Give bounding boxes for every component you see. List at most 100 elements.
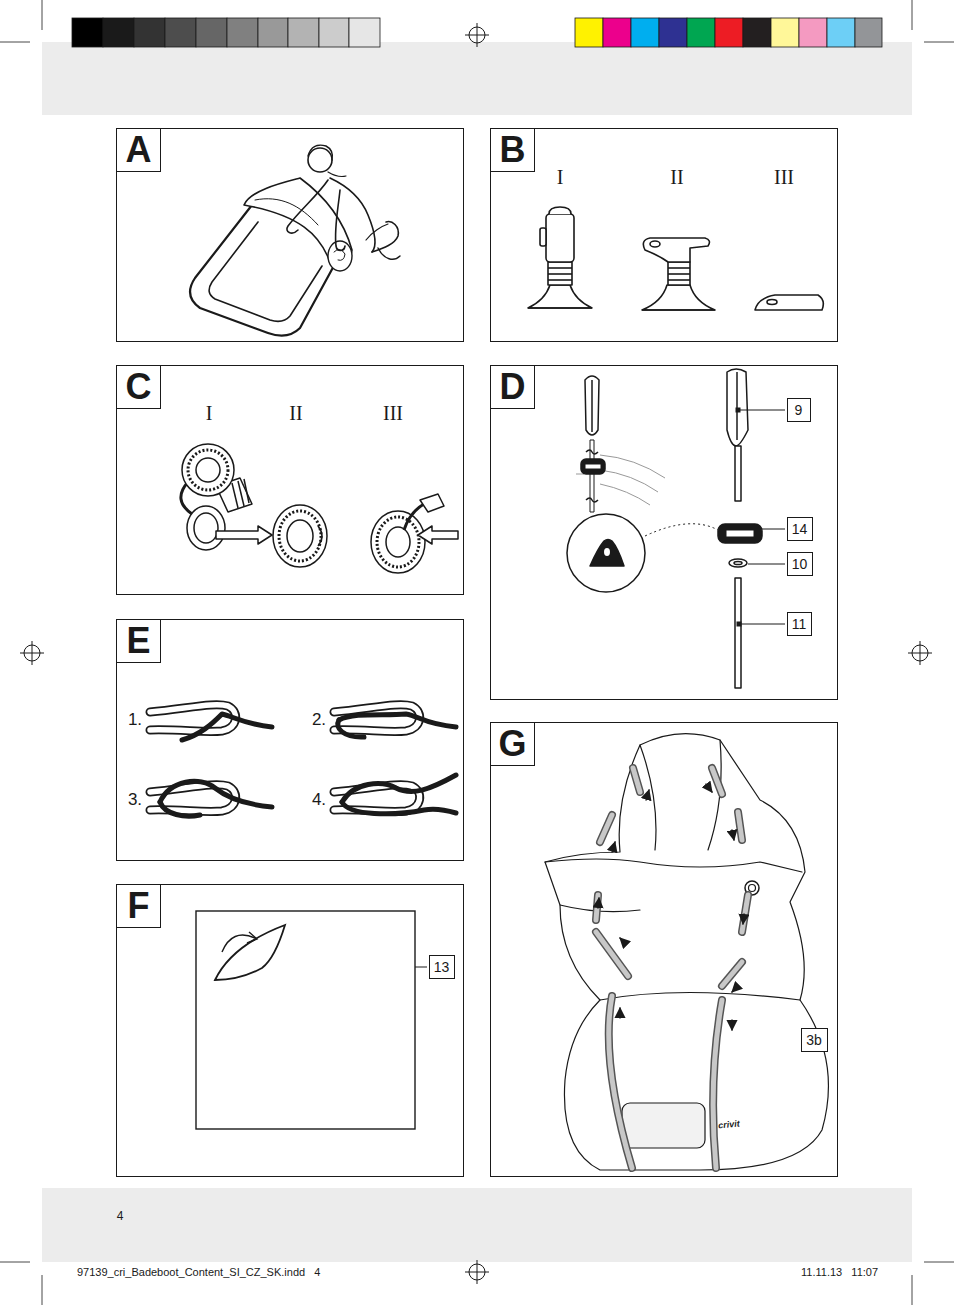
crop-marks-part xyxy=(42,0,43,30)
storage-bag-illustration-part xyxy=(545,734,828,1170)
storage-bag-illustration-part-part xyxy=(713,1000,722,1168)
callout-box: 13 xyxy=(429,955,455,979)
valve-illustration-part xyxy=(194,513,218,543)
figure-panel: E xyxy=(116,619,464,861)
leader-lines-part xyxy=(737,622,741,626)
valve-illustration-part xyxy=(279,511,321,561)
footer-band-part xyxy=(42,1188,912,1262)
storage-bag-illustration-part-part xyxy=(742,895,748,932)
crop-marks-part xyxy=(912,0,913,30)
storage-bag-illustration-part xyxy=(596,768,748,1168)
storage-bag-illustration-part-part xyxy=(596,895,598,920)
footer-band xyxy=(42,1188,912,1262)
valve-illustration-part xyxy=(188,450,228,490)
valve-illustration-part xyxy=(377,517,419,567)
crop-marks-part xyxy=(0,42,30,43)
color-bar-part xyxy=(631,18,659,47)
paddle-illustration-part xyxy=(604,548,610,556)
pump-adapters-part xyxy=(650,241,660,247)
storage-bag-illustration-part-part xyxy=(633,768,640,792)
paddle-illustration-part xyxy=(600,455,665,478)
valve-illustration-part xyxy=(318,526,322,546)
paddle-illustration-part xyxy=(586,450,598,454)
valve-illustration xyxy=(181,444,458,573)
color-bar-part xyxy=(855,18,882,47)
color-bar-part xyxy=(603,18,631,47)
pump-adapters-part xyxy=(548,262,572,285)
crop-marks-part xyxy=(924,1262,954,1263)
unrolling-illustration-part xyxy=(308,148,332,172)
storage-bag-illustration-part-part xyxy=(743,914,744,924)
pump-adapters-part xyxy=(755,295,823,310)
paddle-illustration-part xyxy=(727,369,748,446)
grayscale-bar-part xyxy=(288,18,319,47)
pump-adapters-part xyxy=(643,238,709,262)
color-bar-part xyxy=(827,18,855,47)
storage-bag-illustration-part xyxy=(545,859,802,872)
knot-illustrations-part xyxy=(334,705,456,737)
grayscale-bar-part xyxy=(258,18,288,47)
valve-illustration-part xyxy=(371,511,425,573)
knot-illustrations-part xyxy=(150,705,272,740)
storage-bag-illustration-part-part xyxy=(596,895,598,920)
pump-adapters-part xyxy=(642,309,715,311)
valve-illustration-part xyxy=(386,527,410,557)
storage-bag-illustration-part-part xyxy=(738,812,742,840)
panel-letter: D xyxy=(500,369,526,405)
knot-illustrations-part-part xyxy=(160,802,200,816)
callout-box: 11 xyxy=(787,612,812,636)
storage-bag-illustration-part-part xyxy=(731,1020,732,1030)
storage-bag-illustration-part-part xyxy=(600,815,612,842)
knot-illustrations-part-part xyxy=(160,781,272,807)
repair-patch-illustration xyxy=(196,911,415,1129)
callout-box: 14 xyxy=(787,517,813,541)
valve-illustration-part xyxy=(420,494,444,512)
color-bar-part xyxy=(687,18,715,47)
pump-adapters-part xyxy=(549,207,571,214)
paddle-illustration xyxy=(567,369,762,688)
step-numeral: III xyxy=(383,403,403,423)
grayscale-bar-part xyxy=(72,18,103,47)
leader-lines-part xyxy=(748,564,785,565)
callout-number: 9 xyxy=(795,403,803,417)
pump-adapters-part xyxy=(548,279,572,281)
grayscale-bar-part xyxy=(349,18,380,47)
valve-illustration-part xyxy=(404,504,424,530)
valve-illustration-part xyxy=(232,483,238,508)
pump-adapters-part xyxy=(548,273,572,275)
unrolling-illustration-part xyxy=(330,178,375,252)
repair-patch-illustration-part xyxy=(196,911,415,1129)
storage-bag-illustration-part-part xyxy=(706,784,712,792)
storage-bag-illustration-part-part xyxy=(722,962,742,986)
panel-letter: F xyxy=(128,888,150,924)
storage-bag-illustration-part-part xyxy=(596,932,628,976)
valve-illustration-part xyxy=(187,506,225,550)
panel-letter: G xyxy=(498,726,526,762)
callout-box: 9 xyxy=(787,398,811,422)
panel-letter-tab: F xyxy=(117,885,161,928)
knot-illustrations-part xyxy=(334,775,456,814)
color-bar-part xyxy=(743,18,771,47)
storage-bag-illustration-part-part xyxy=(712,768,722,794)
paddle-illustration-part xyxy=(734,561,742,564)
unrolling-illustration-part xyxy=(328,241,352,271)
grayscale-bar-part xyxy=(134,18,165,47)
knot-illustrations xyxy=(150,705,456,816)
crop-marks-part xyxy=(912,1275,913,1305)
paddle-illustration-part xyxy=(736,372,738,440)
panel-letter-tab: G xyxy=(491,723,535,766)
pump-adapters-part xyxy=(546,214,574,262)
paddle-illustration-part xyxy=(726,530,754,537)
crop-marks-part xyxy=(924,42,954,43)
figure-panel: G 3b xyxy=(490,722,838,1177)
callout-number: 3b xyxy=(806,1033,822,1047)
repair-patch-illustration-part xyxy=(222,935,255,952)
callout-number: 11 xyxy=(792,617,807,631)
valve-illustration-part xyxy=(418,526,458,544)
grayscale-bar-part xyxy=(196,18,227,47)
storage-bag-illustration-part-part xyxy=(738,812,742,840)
repair-patch-illustration-part xyxy=(215,925,285,980)
paddle-illustration-part xyxy=(729,559,747,567)
knot-illustrations-part-part xyxy=(182,714,272,740)
